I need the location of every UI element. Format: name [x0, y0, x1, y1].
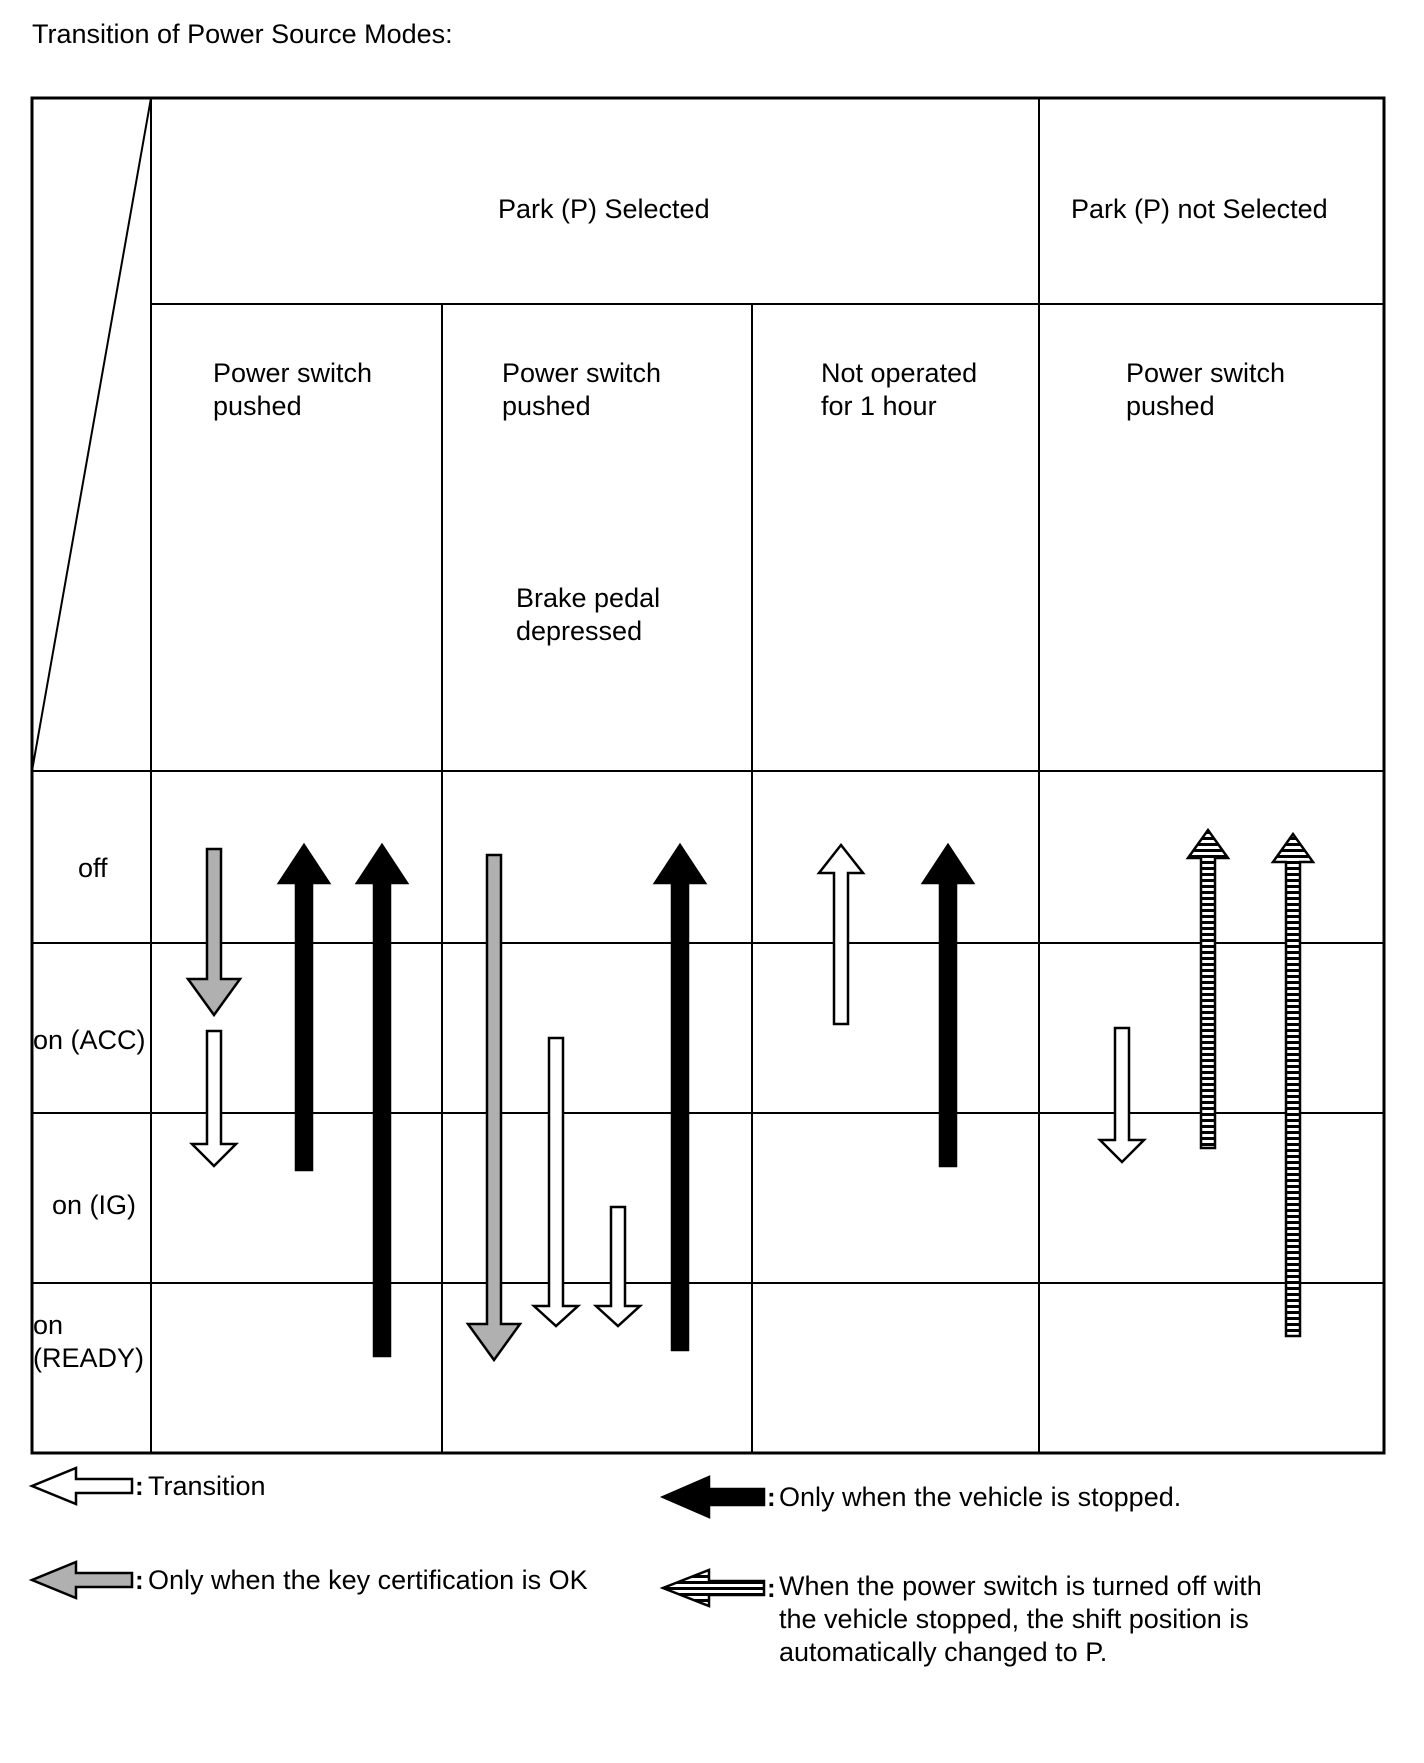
transition-arrow-transition-col3	[816, 842, 866, 1026]
column-1-label: Power switch pushed	[213, 358, 373, 421]
diagonal-line	[31, 97, 152, 772]
legend-colon: :	[135, 1471, 144, 1501]
transition-arrow-transition-col2	[530, 1036, 582, 1328]
column-2-sub-label: Brake pedal depressed	[516, 583, 661, 646]
header-park-not-selected: Park (P) not Selected	[1071, 194, 1328, 224]
transition-arrow-key-ok-col1	[185, 847, 243, 1018]
legend-arrow-stopped	[659, 1475, 766, 1519]
legend-colon: :	[767, 1482, 776, 1512]
transition-arrow-stopped-col3	[920, 842, 976, 1168]
transition-arrow-transition-col1	[188, 1029, 240, 1168]
diagram-title: Transition of Power Source Modes:	[32, 19, 453, 49]
transition-arrow-stopped-col2	[652, 842, 708, 1352]
legend-stopped-label: Only when the vehicle is stopped.	[779, 1482, 1182, 1512]
legend-auto-p-label: When the power switch is turned off with…	[779, 1571, 1262, 1667]
legend-transition-label: Transition	[148, 1471, 266, 1501]
transition-arrow-stopped-col1	[354, 842, 410, 1358]
legend-arrow-key-ok	[28, 1560, 134, 1600]
row-label-acc: on (ACC)	[33, 1025, 146, 1055]
transition-arrow-transition-col4	[1096, 1026, 1148, 1164]
legend-key-ok-label: Only when the key certification is OK	[148, 1565, 588, 1595]
row-label-ig: on (IG)	[52, 1190, 137, 1220]
column-4-label: Power switch pushed	[1126, 358, 1286, 421]
legend-arrow-auto-p	[659, 1568, 766, 1608]
legend-arrow-transition	[28, 1466, 134, 1506]
transition-arrow-auto-p-col4	[1270, 831, 1316, 1338]
table-grid	[30, 96, 1386, 1455]
header-park-selected: Park (P) Selected	[498, 194, 710, 224]
transition-arrow-auto-p-col4	[1185, 827, 1231, 1150]
row-label-off: off	[78, 853, 108, 883]
legend-colon: :	[767, 1573, 776, 1603]
transition-arrow-key-ok-col2	[465, 853, 523, 1363]
legend-colon: :	[135, 1565, 144, 1595]
transition-arrow-stopped-col1	[276, 842, 332, 1172]
column-2-label: Power switch pushed	[502, 358, 662, 421]
column-3-label: Not operated for 1 hour	[821, 358, 978, 421]
row-label-ready: on (READY)	[33, 1310, 145, 1373]
transition-arrow-transition-col2	[592, 1205, 644, 1328]
